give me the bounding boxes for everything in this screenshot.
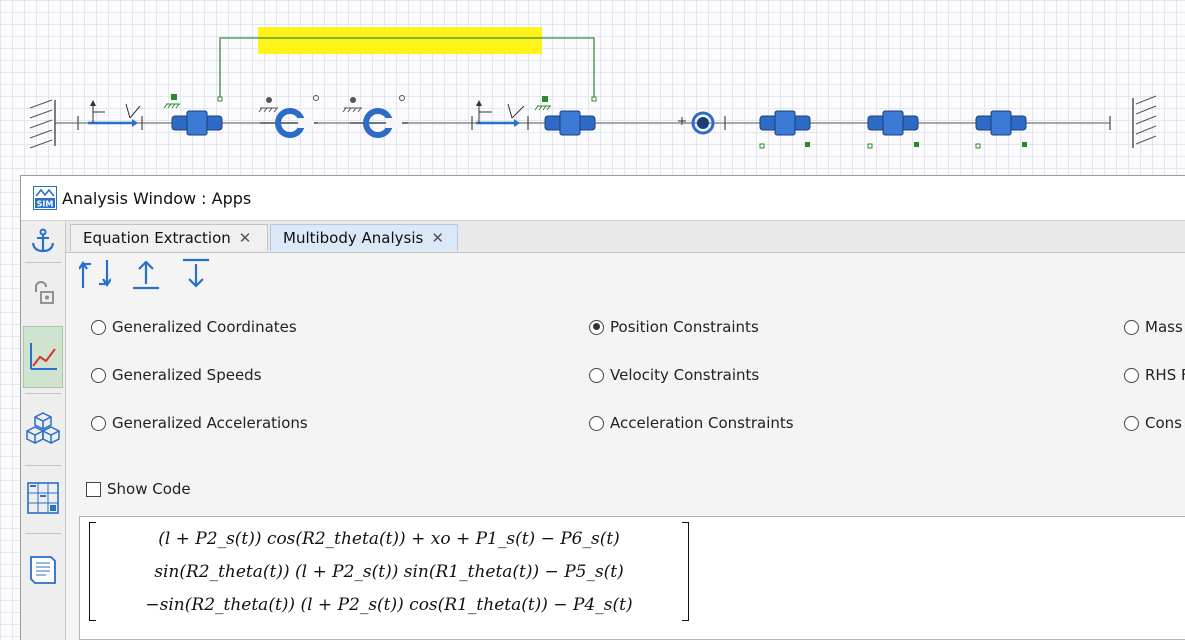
radio-button[interactable] [91,415,106,431]
anchor-button[interactable] [23,223,63,259]
radio-label: Position Constraints [610,318,759,336]
analysis-window: SIM Analysis Window : Apps [20,175,1185,640]
radio-label: RHS F [1145,366,1185,384]
radio-label: Acceleration Constraints [610,414,794,432]
checkbox[interactable] [86,481,101,497]
upload-arrow-icon [133,260,159,290]
radio-mass[interactable]: Mass [1124,318,1183,336]
radio-rhs[interactable]: RHS F [1124,366,1185,384]
matrix-row: (l + P2_s(t)) cos(R2_theta(t)) + xo + P1… [158,529,620,549]
plot-icon [30,343,57,370]
matrix-row: sin(R2_theta(t)) (l + P2_s(t)) sin(R1_th… [154,562,624,582]
radio-constraints[interactable]: Cons [1124,414,1182,432]
radio-label: Generalized Speeds [112,366,262,384]
radio-button[interactable] [589,415,604,431]
connection-port[interactable] [591,96,597,102]
show-code-checkbox[interactable]: Show Code [86,480,191,498]
prismatic-joint-icon[interactable] [163,94,223,136]
radio-generalized-coordinates[interactable]: Generalized Coordinates [91,318,297,336]
tab-label: Multibody Analysis [283,229,424,247]
download-arrow-icon [183,258,209,288]
download-button[interactable] [179,257,213,291]
window-title: Analysis Window : Apps [62,189,252,208]
tab-label: Equation Extraction [83,229,231,247]
prismatic-joint-icon[interactable] [867,110,919,149]
radio-button[interactable] [1124,319,1139,335]
matrix-row: −sin(R2_theta(t)) (l + P2_s(t)) cos(R1_t… [145,595,633,615]
swap-arrows-icon [79,260,111,288]
checkbox-label: Show Code [107,480,191,498]
anchor-icon [31,228,55,253]
document-icon [30,556,56,584]
reference-frame-icon[interactable] [88,100,143,130]
revolute-joint-icon[interactable] [342,95,408,138]
radio-velocity-constraints[interactable]: Velocity Constraints [589,366,759,384]
constraint-matrix: (l + P2_s(t)) cos(R2_theta(t)) + xo + P1… [89,521,689,624]
options-panel: Generalized Coordinates Generalized Spee… [66,299,1185,640]
radio-label: Generalized Accelerations [112,414,308,432]
model-diagram [29,27,1157,149]
close-icon[interactable]: ✕ [431,229,444,247]
tab-bar: Equation Extraction ✕ Multibody Analysis… [66,221,1185,253]
radio-generalized-speeds[interactable]: Generalized Speeds [91,366,262,384]
cubes-icon [26,412,60,444]
close-icon[interactable]: ✕ [238,229,252,247]
grid-table-icon [27,482,59,514]
matrix-right-bracket [682,522,689,621]
radio-label: Velocity Constraints [610,366,760,384]
side-toolbar [21,221,66,640]
reference-frame-icon[interactable] [471,100,529,130]
swap-button[interactable] [78,257,112,291]
lock-icon [35,281,54,304]
connection-wire[interactable] [219,37,595,99]
matrix-left-bracket [89,522,96,621]
prismatic-joint-icon[interactable] [975,110,1027,149]
app-logo-icon: SIM [33,186,57,210]
plot-button[interactable] [23,326,63,388]
spherical-joint-icon[interactable] [678,111,726,135]
radio-label: Generalized Coordinates [112,318,297,336]
window-titlebar[interactable]: SIM Analysis Window : Apps [21,176,1185,221]
radio-position-constraints[interactable]: Position Constraints [589,318,759,336]
svg-text:SIM: SIM [37,200,54,209]
radio-label: Cons [1145,414,1182,432]
left-ground-icon[interactable] [29,99,56,149]
radio-button[interactable] [589,367,604,383]
connection-port[interactable] [217,96,223,102]
radio-button[interactable] [91,319,106,335]
document-button[interactable] [23,539,63,601]
radio-button-checked[interactable] [589,319,604,335]
radio-button[interactable] [1124,415,1139,431]
radio-label: Mass [1145,318,1183,336]
upload-button[interactable] [129,257,163,291]
radio-acceleration-constraints[interactable]: Acceleration Constraints [589,414,794,432]
lock-button[interactable] [23,267,63,319]
prismatic-joint-icon[interactable] [534,96,596,136]
revolute-joint-icon[interactable] [258,95,319,138]
table-button[interactable] [23,470,63,526]
action-toolbar [66,253,1185,299]
prismatic-joint-icon[interactable] [759,110,811,149]
tab-multibody-analysis[interactable]: Multibody Analysis ✕ [270,224,458,251]
radio-button[interactable] [91,367,106,383]
yellow-highlight [258,27,542,54]
radio-button[interactable] [1124,367,1139,383]
tab-equation-extraction[interactable]: Equation Extraction ✕ [70,224,268,251]
math-output-area[interactable]: (l + P2_s(t)) cos(R2_theta(t)) + xo + P1… [79,516,1185,640]
radio-generalized-accelerations[interactable]: Generalized Accelerations [91,414,308,432]
right-ground-icon[interactable] [1109,95,1157,148]
cubes-button[interactable] [23,399,63,457]
